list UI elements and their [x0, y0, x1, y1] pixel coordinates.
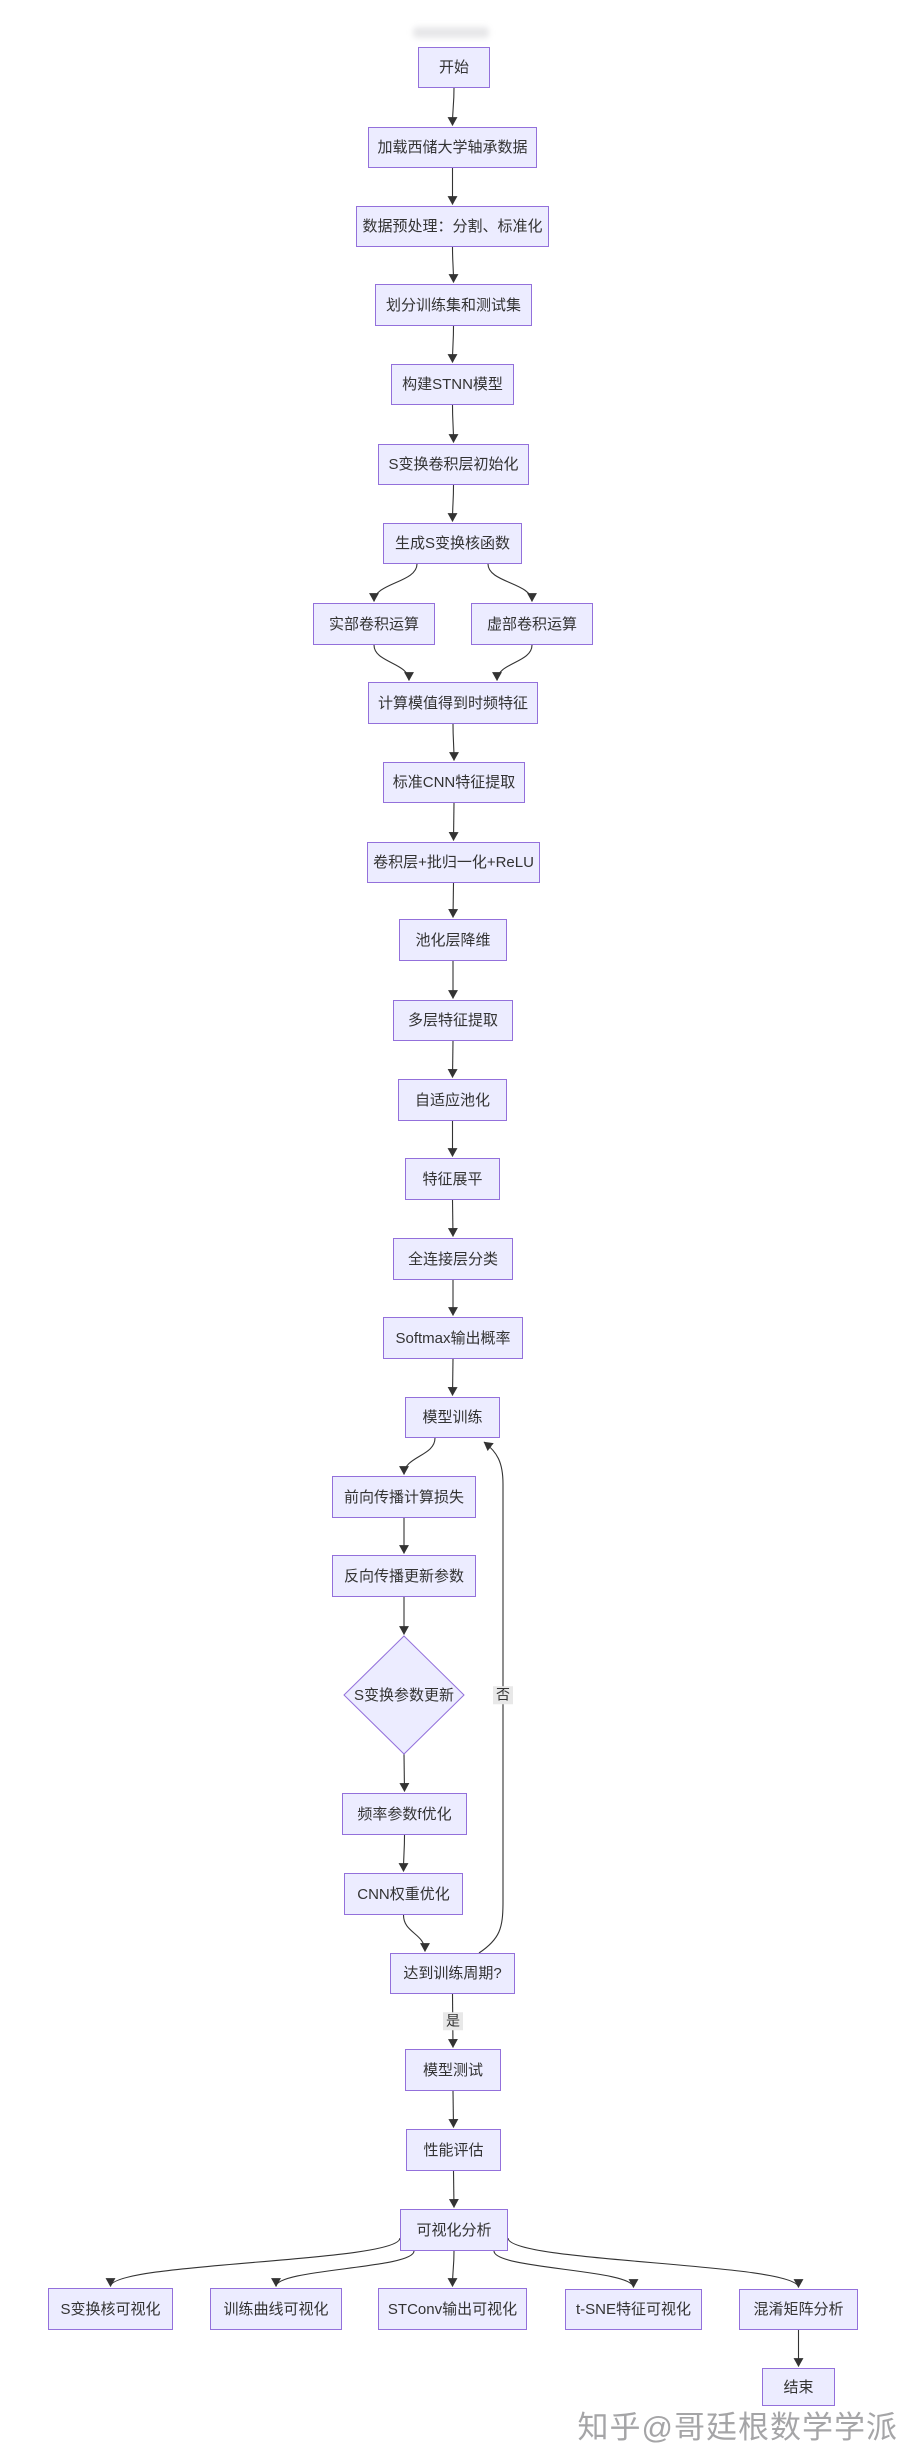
flow-edge-kernel-imag	[487, 563, 537, 602]
flow-edge-softmax-train	[447, 1358, 458, 1396]
flow-edge-viz-v5	[507, 2237, 804, 2288]
flow-edge-cnn-convbn	[448, 802, 459, 841]
flow-edge-real-modulus	[373, 644, 414, 681]
flow-edge-flatten-fc	[447, 1199, 458, 1237]
flow-edge-kernel-real	[369, 563, 418, 602]
flow-edge-viz-v3	[447, 2250, 458, 2287]
flow-edge-imag-modulus	[492, 644, 533, 681]
edges-group	[105, 87, 804, 2367]
flow-edge-modulus-cnn	[449, 723, 459, 761]
flow-edge-cnnopt-epoch	[402, 1914, 430, 1952]
flow-edge-viz-v1	[105, 2237, 401, 2287]
faint-watermark-smudge	[413, 27, 489, 38]
watermark: 知乎@哥廷根数学学派	[577, 2410, 898, 2445]
flow-edge-eval-viz	[448, 2170, 459, 2208]
flow-edge-sparam-freq	[399, 1753, 410, 1792]
flow-edge-convbn-pool	[448, 882, 459, 918]
flow-edge-epoch-test	[447, 1993, 458, 2048]
flow-edge-preprocess-split	[448, 246, 459, 283]
flow-edge-multi-adaptive	[447, 1040, 458, 1078]
shapes-group	[343, 1635, 465, 1755]
flow-edge-split-build	[447, 325, 458, 363]
flow-edge-test-eval	[448, 2090, 459, 2128]
flow-edge-build-stinit	[448, 404, 459, 443]
flow-edge-start-load	[447, 87, 458, 126]
flow-edge-viz-v2	[271, 2250, 415, 2287]
flow-edge-freq-cnnopt	[398, 1834, 409, 1872]
flow-edge-stinit-kernel	[447, 484, 458, 522]
flow-edge-train-forward	[399, 1437, 436, 1475]
flow-edge-epoch-train	[478, 1441, 504, 1954]
flow-node-sparam-shape	[343, 1635, 465, 1755]
flow-edge-viz-v4	[493, 2250, 639, 2288]
